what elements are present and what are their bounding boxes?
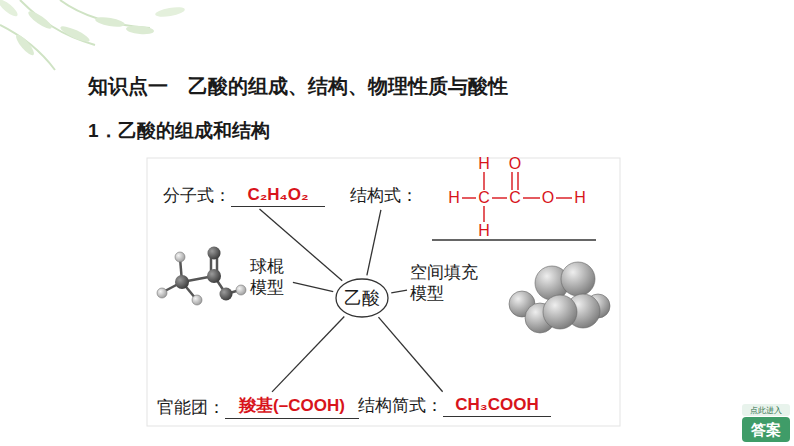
spoke-line [378, 317, 442, 392]
item-answer: C₂H₄O₂ [231, 185, 325, 207]
formula-item: 结构式： [350, 184, 418, 207]
atom-symbol: H [574, 190, 586, 206]
atom-symbol: C [509, 190, 521, 206]
ball-stick-model [157, 247, 246, 306]
section-heading: 1．乙酸的组成和结构 [88, 118, 270, 144]
spoke-line [367, 210, 381, 275]
spoke-line [272, 316, 344, 391]
atom-symbol: O [542, 190, 554, 206]
item-label: 球棍 模型 [250, 256, 290, 299]
space-filling-model [509, 262, 610, 333]
slide-title: 知识点一 乙酸的组成、结构、物理性质与酸性 [88, 73, 508, 100]
atom-symbol: C [478, 190, 490, 206]
item-label: 结构简式： [358, 394, 443, 417]
structural-formula-bonds [462, 172, 572, 222]
button-hint: 点此进入 [750, 405, 782, 416]
item-label: 空间填充 模型 [410, 262, 484, 305]
formula-item: 官能团：羧基(–COOH) [157, 394, 359, 419]
spoke-line [293, 282, 333, 291]
answer-underline [432, 239, 596, 241]
item-label: 乙酸 [344, 286, 380, 310]
model-label: 空间填充 模型 [410, 262, 484, 305]
answer-button [742, 404, 790, 442]
center-ellipse: 乙酸 [335, 278, 389, 318]
formula-item: 分子式：C₂H₄O₂ [163, 184, 325, 207]
atom-symbol: H [478, 223, 490, 239]
item-answer: 羧基(–COOH) [225, 394, 359, 419]
item-label: 分子式： [163, 184, 231, 207]
item-label: 官能团： [157, 396, 225, 419]
button-label: 答案 [751, 421, 781, 440]
item-answer: CH₃COOH [443, 395, 551, 417]
atom-symbol: H [478, 156, 490, 172]
model-label: 球棍 模型 [250, 256, 290, 299]
diagram-panel [147, 158, 620, 426]
spoke-line [391, 290, 407, 293]
leaf-decoration [0, 0, 185, 70]
atom-symbol: H [448, 190, 460, 206]
atom-symbol: O [509, 156, 521, 172]
formula-item: 结构简式：CH₃COOH [358, 394, 551, 417]
item-label: 结构式： [350, 184, 418, 207]
